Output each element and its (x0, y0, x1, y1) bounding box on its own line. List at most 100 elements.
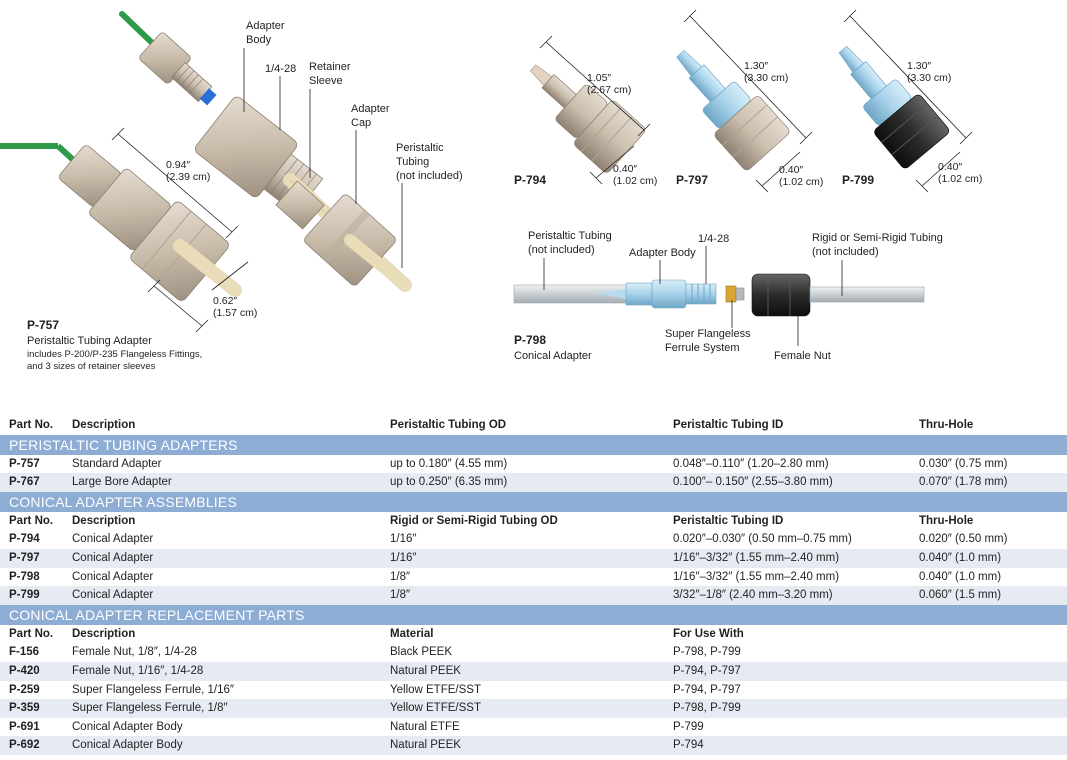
col-description: Description (72, 627, 136, 640)
cell-c3: Yellow ETFE/SST (390, 702, 481, 715)
cell-c4: 3/32″–1/8″ (2.40 mm–3.20 mm) (673, 589, 833, 602)
col-part-no: Part No. (9, 419, 54, 431)
p797-dia-in: 0.40″ (779, 164, 803, 176)
p794-code: P-794 (514, 173, 546, 187)
p798-callout-rigid-1: Rigid or Semi-Rigid Tubing (812, 232, 943, 244)
p798-callout-nut: Female Nut (774, 350, 831, 362)
p797-len-cm: (3.30 cm) (744, 72, 788, 84)
p757-callout-retainer-2: Sleeve (309, 75, 343, 87)
col-thru-hole: Thru-Hole (919, 514, 974, 527)
p757-dim-b-cm: (1.57 cm) (213, 307, 257, 319)
cell-part: P-692 (9, 739, 40, 752)
cell-c3: Yellow ETFE/SST (390, 683, 481, 696)
cell-c4: 1/16″–3/32″ (1.55 mm–2.40 mm) (673, 551, 840, 564)
table-row: P-259 Super Flangeless Ferrule, 1/16″ Yell… (0, 681, 1067, 700)
cell-desc: Conical Adapter (72, 551, 154, 564)
col-for-use-with: For Use With (673, 627, 744, 640)
product-illustrations: 0.94″ (2.39 cm) 0.62″ (1.57 cm) Adapter … (0, 9, 982, 372)
col-part-no: Part No. (9, 514, 54, 527)
col-tubing-od: Peristaltic Tubing OD (390, 419, 507, 431)
p797-code: P-797 (676, 173, 708, 187)
p799-dia-in: 0.40″ (938, 161, 962, 173)
p757-callout-tubing-3: (not included) (396, 170, 463, 182)
p757-callout-thread: 1/4-28 (265, 63, 296, 75)
table-header: Part No. Description Peristaltic Tubing … (0, 416, 1067, 435)
cell-desc: Super Flangeless Ferrule, 1/8″ (72, 702, 228, 715)
section-peristaltic-adapters: PERISTALTIC TUBING ADAPTERS (0, 434, 1067, 455)
table-row: P-420 Female Nut, 1/16″, 1/4-28 Natural PE… (0, 661, 1067, 681)
cell-c4: P-794, P-797 (673, 683, 741, 696)
cell-part: P-799 (9, 589, 40, 602)
cell-desc: Super Flangeless Ferrule, 1/16″ (72, 683, 234, 696)
cell-c3: Natural PEEK (390, 739, 461, 752)
p798-callout-thread: 1/4-28 (698, 233, 729, 245)
cell-part: P-259 (9, 683, 40, 696)
col-material: Material (390, 627, 434, 640)
p797-illustration: 1.30″ (3.30 cm) 0.40″ (1.02 cm) P-797 (676, 9, 823, 193)
col-thru-hole: Thru-Hole (919, 419, 974, 431)
cell-part: P-797 (9, 551, 40, 564)
p757-callout-cap-1: Adapter (351, 103, 390, 115)
cell-c4: P-794 (673, 739, 704, 752)
p757-callout-tubing-2: Tubing (396, 156, 429, 168)
cell-desc: Conical Adapter (72, 533, 154, 546)
cell-c3: Natural PEEK (390, 664, 461, 677)
cell-c4: P-799 (673, 720, 704, 733)
cell-c3: up to 0.180″ (4.55 mm) (390, 457, 508, 470)
p798-callout-tubing-2: (not included) (528, 244, 595, 256)
p798-illustration: Peristaltic Tubing (not included) Adapte… (513, 230, 943, 362)
p757-desc-1: includes P-200/P-235 Flangeless Fittings… (27, 349, 202, 360)
p794-len-in: 1.05″ (587, 72, 611, 84)
col-description: Description (72, 514, 136, 527)
cell-desc: Female Nut, 1/16″, 1/4-28 (72, 664, 204, 677)
cell-part: P-798 (9, 570, 40, 583)
cell-c3: 1/8″ (390, 570, 411, 583)
section-conical-assemblies: CONICAL ADAPTER ASSEMBLIES (0, 491, 1067, 512)
col-part-no: Part No. (9, 627, 54, 640)
cell-c5: 0.030″ (0.75 mm) (919, 457, 1008, 470)
p757-desc-2: and 3 sizes of retainer sleeves (27, 361, 156, 372)
cell-c3: 1/16″ (390, 551, 417, 564)
p794-dia-in: 0.40″ (613, 163, 637, 175)
cell-c4: 1/16″–3/32″ (1.55 mm–2.40 mm) (673, 570, 840, 583)
p797-dia-cm: (1.02 cm) (779, 176, 823, 188)
cell-desc: Female Nut, 1/8″, 1/4-28 (72, 646, 197, 659)
cell-part: P-420 (9, 664, 40, 677)
cell-c3: Natural ETFE (390, 720, 460, 733)
p798-callout-ferrule-2: Ferrule System (665, 342, 740, 354)
p794-illustration: 1.05″ (2.67 cm) 0.40″ (1.02 cm) P-794 (514, 35, 657, 187)
p797-len-in: 1.30″ (744, 60, 768, 72)
p757-callout-body-2: Body (246, 34, 272, 46)
cell-desc: Conical Adapter (72, 589, 154, 602)
p757-dim-a-in: 0.94″ (166, 159, 190, 171)
table-header: Part No. Description Rigid or Semi-Rigid… (0, 512, 1067, 531)
table-row: P-359 Super Flangeless Ferrule, 1/8″ Yello… (0, 699, 1067, 718)
cell-c4: P-794, P-797 (673, 664, 741, 677)
p757-callout-cap-2: Cap (351, 117, 371, 129)
p757-callout-retainer-1: Retainer (309, 61, 351, 73)
cell-c4: 0.048″–0.110″ (1.20–2.80 mm) (673, 457, 829, 470)
cell-c4: P-798, P-799 (673, 646, 741, 659)
table-row: P-799 Conical Adapter 1/8″ 3/32″–1/8″ (2.40… (0, 586, 1067, 605)
cell-part: P-359 (9, 702, 40, 715)
table-header: Part No. Description Material For Use Wi… (0, 625, 1067, 644)
col-tubing-id: Peristaltic Tubing ID (673, 419, 784, 431)
cell-c3: Black PEEK (390, 646, 452, 659)
cell-c3: 1/8″ (390, 589, 411, 602)
cell-c3: 1/16″ (390, 533, 417, 546)
cell-part: P-767 (9, 476, 40, 489)
section-replacement-parts: CONICAL ADAPTER REPLACEMENT PARTS (0, 604, 1067, 625)
cell-part: P-691 (9, 720, 40, 733)
p757-title: Peristaltic Tubing Adapter (27, 335, 152, 347)
cell-c5: 0.060″ (1.5 mm) (919, 589, 1002, 602)
p799-len-cm: (3.30 cm) (907, 72, 951, 84)
p798-callout-body: Adapter Body (629, 247, 696, 259)
p798-title: Conical Adapter (514, 350, 592, 362)
